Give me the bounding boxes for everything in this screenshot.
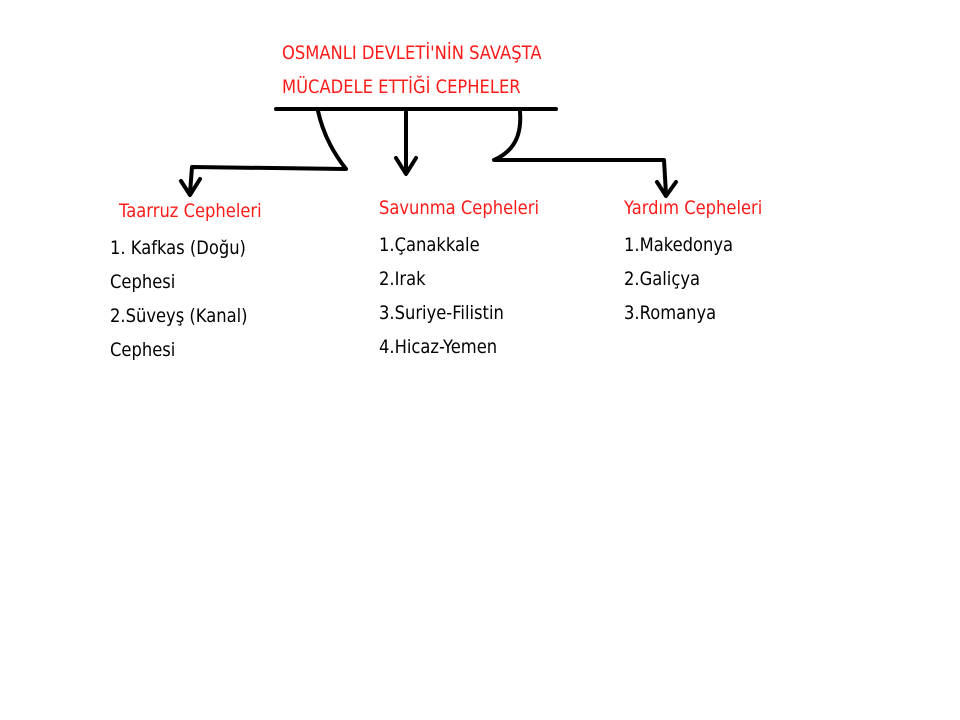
- list-item: 1. Kafkas (Doğu): [110, 237, 246, 259]
- column-heading: Yardım Cepheleri: [624, 197, 763, 219]
- arrowhead-center: [394, 156, 418, 176]
- column-savunma: Savunma Cepheleri 1.Çanakkale 2.Irak 3.S…: [379, 197, 565, 364]
- list-item: Cephesi: [110, 271, 176, 293]
- list-item: 3.Suriye-Filistin: [379, 302, 504, 324]
- title-line-2: MÜCADELE ETTİĞİ CEPHELER: [282, 76, 521, 98]
- list-item: Cephesi: [110, 339, 176, 361]
- column-taarruz: Taarruz Cepheleri 1. Kafkas (Doğu) Cephe…: [110, 200, 285, 367]
- list-item: 1.Çanakkale: [379, 234, 480, 256]
- list-item: 1.Makedonya: [624, 234, 734, 256]
- list-item: 4.Hicaz-Yemen: [379, 336, 498, 358]
- column-yardim: Yardım Cepheleri 1.Makedonya 2.Galiçya 3…: [624, 197, 785, 330]
- arrowhead-right: [655, 180, 678, 198]
- branch-right: [492, 110, 668, 196]
- branch-left: [188, 109, 348, 195]
- diagram-title: OSMANLI DEVLETİ'NİN SAVAŞTA MÜCADELE ETT…: [282, 36, 542, 104]
- column-heading: Savunma Cepheleri: [379, 197, 539, 219]
- list-item: 2.Süveyş (Kanal): [110, 305, 248, 327]
- list-item: 2.Galiçya: [624, 268, 701, 290]
- list-item: 2.Irak: [379, 268, 426, 290]
- arrowhead-left: [179, 177, 202, 197]
- column-heading: Taarruz Cepheleri: [119, 200, 262, 222]
- list-item: 3.Romanya: [624, 302, 717, 324]
- title-line-1: OSMANLI DEVLETİ'NİN SAVAŞTA: [282, 42, 542, 64]
